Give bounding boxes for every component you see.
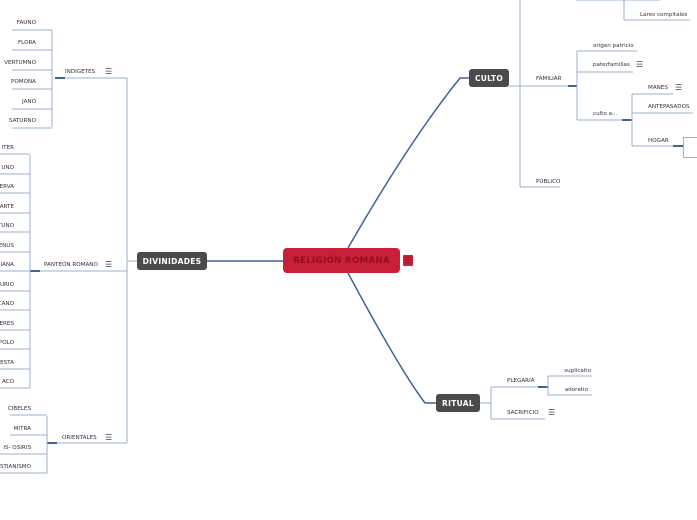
leaf-orientales-item[interactable]: STIANISMO <box>0 464 31 470</box>
subtopic-orientales[interactable]: ORIENTALES <box>62 435 97 441</box>
topic-label: CULTO <box>474 73 504 83</box>
topic-culto[interactable]: CULTO <box>469 69 509 87</box>
leaf-paterfamilias[interactable]: paterfamilias <box>593 62 630 68</box>
notes-icon[interactable]: ☰ <box>105 67 113 76</box>
collapsed-subtopic-box[interactable] <box>683 137 697 158</box>
leaf-panteon-item[interactable]: ERVA <box>0 184 14 190</box>
subtopic-sacrificio[interactable]: SACRIFICIO <box>507 410 539 416</box>
leaf-lares-compitales[interactable]: Lares compitales <box>640 12 688 18</box>
notes-icon[interactable]: ☰ <box>105 433 113 442</box>
leaf-pomona[interactable]: POMONA <box>10 79 36 85</box>
leaf-panteon-item[interactable]: POLO <box>0 340 14 346</box>
topic-divinidades[interactable]: DIVINIDADES <box>137 252 207 270</box>
leaf-panteon-item[interactable]: CANO <box>0 301 14 307</box>
leaf-manes[interactable]: MANES <box>648 85 668 91</box>
topic-label: DIVINIDADES <box>142 256 202 266</box>
leaf-vertumno[interactable]: VERTUMNO <box>4 60 36 66</box>
main-branch-line <box>347 272 436 404</box>
subtopic-culto-a[interactable]: culto a... <box>593 111 618 117</box>
leaf-panteon-item[interactable]: UNO <box>1 165 14 171</box>
notes-icon[interactable]: ☰ <box>675 83 683 92</box>
central-topic-label: RELIGIÓN ROMANA <box>293 255 390 266</box>
subtopic-familiar[interactable]: FAMILIAR <box>536 76 562 82</box>
leaf-panteon-item[interactable]: ITER <box>1 145 15 151</box>
leaf-hogar[interactable]: HOGAR <box>648 138 669 144</box>
leaf-suplicatio[interactable]: suplicatio <box>564 368 591 374</box>
leaf-panteon-item[interactable]: ESTA <box>0 360 14 366</box>
leaf-orientales-item[interactable]: CIBELES <box>7 406 31 412</box>
main-branch-line <box>347 77 469 249</box>
leaf-panteon-item[interactable]: TUNO <box>0 223 14 229</box>
leaf-panteon-item[interactable]: ACO <box>1 379 14 385</box>
leaf-flora[interactable]: FLORA <box>17 40 36 46</box>
notes-icon[interactable]: ☰ <box>548 408 556 417</box>
leaf-fauno[interactable]: FAUNO <box>16 20 36 26</box>
leaf-jano[interactable]: JANO <box>22 99 36 105</box>
notes-icon[interactable]: ☰ <box>636 60 644 69</box>
leaf-panteon-item[interactable]: URIO <box>0 282 14 288</box>
leaf-antepasados[interactable]: ANTEPASADOS <box>648 104 690 110</box>
leaf-panteon-item[interactable]: IANA <box>0 262 15 268</box>
leaf-origen-patricio[interactable]: origen patricio <box>593 43 634 49</box>
leaf-orientales-item[interactable]: MITRA <box>13 426 31 432</box>
leaf-panteon-item[interactable]: ERES <box>0 321 14 327</box>
subtopic-plegaria[interactable]: PLEGARIA <box>507 378 535 384</box>
leaf-saturno[interactable]: SATURNO <box>8 118 36 124</box>
notes-icon[interactable]: ☰ <box>105 260 113 269</box>
leaf-orientales-item[interactable]: IS- OSIRIS <box>3 445 31 451</box>
leaf-panteon-item[interactable]: ARTE <box>0 204 14 210</box>
subtopic-panteon-romano[interactable]: PANTEÓN ROMANO <box>44 262 98 268</box>
leaf-panteon-item[interactable]: ENUS <box>0 243 14 249</box>
topic-label: RITUAL <box>442 398 474 408</box>
leaf-adoratio[interactable]: adoratio <box>564 387 588 393</box>
central-topic-religion-romana[interactable]: RELIGIÓN ROMANA <box>283 248 400 273</box>
notes-icon[interactable]: ☰ <box>403 255 413 266</box>
subtopic-publico[interactable]: PÚBLICO <box>536 179 561 185</box>
subtopic-indigetes[interactable]: INDIGETES <box>65 69 96 75</box>
topic-ritual[interactable]: RITUAL <box>436 394 480 412</box>
